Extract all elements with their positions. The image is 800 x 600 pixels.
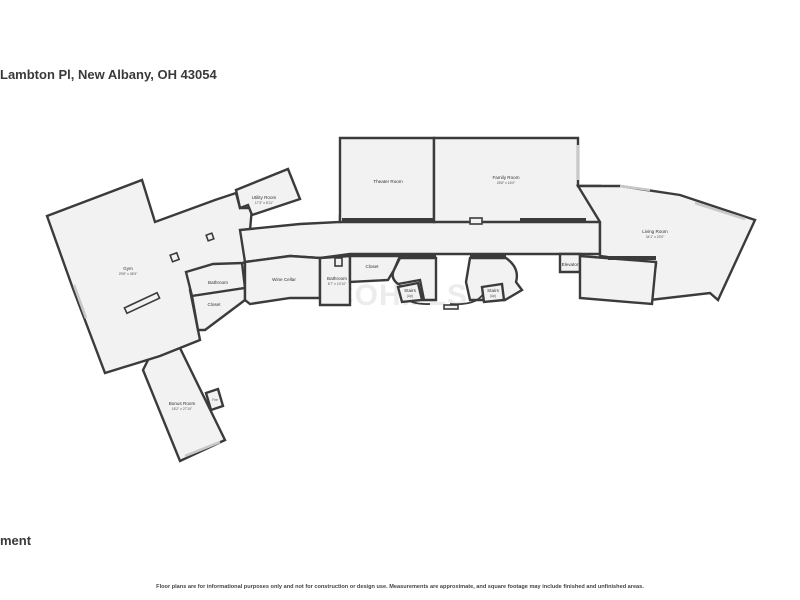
closet-left[interactable]: [190, 286, 247, 332]
stairs-right[interactable]: [480, 282, 506, 304]
column-1: [469, 217, 483, 225]
bathroom-right-dim: 6'7" x 10'10": [328, 282, 347, 286]
fireplace-label: Fire: [212, 398, 218, 402]
utility-room-label: Utility Room: [252, 195, 277, 200]
living-room[interactable]: [575, 184, 757, 302]
elevator-label: Elevator: [562, 262, 579, 267]
closet-left-label: Closet: [207, 302, 221, 307]
theater-room-label: Theater Room: [373, 179, 403, 184]
bonus-room-label: Bonus Room: [169, 401, 196, 406]
living-room-label: Living Room: [642, 229, 668, 234]
utility-room-dim: 17'3" x 8'11": [255, 201, 274, 205]
stairs-left-label: Stairs: [404, 288, 416, 293]
wall-corridor-lower-2: [470, 254, 506, 258]
property-address: Lambton Pl, New Albany, OH 43054: [0, 67, 217, 82]
wine-cellar-label: Wine Cellar: [272, 277, 296, 282]
family-room-dim: 26'8" x 16'0": [497, 181, 516, 185]
stairs-right-sub: (Up): [490, 294, 497, 298]
gym-label: Gym: [123, 266, 133, 271]
wall-theater-strip: [342, 218, 434, 223]
bathroom-right[interactable]: [318, 254, 352, 307]
stairs-left-sub: (Up): [407, 294, 414, 298]
wall-family-strip: [520, 218, 586, 223]
gym-dim: 29'8" x 36'9": [119, 272, 138, 276]
fireplace[interactable]: [204, 387, 225, 412]
living-annex[interactable]: [578, 254, 658, 306]
family-room[interactable]: [432, 136, 602, 224]
stairs-right-label: Stairs: [487, 288, 499, 293]
bathroom-left[interactable]: [184, 261, 247, 298]
closet-right[interactable]: [348, 254, 402, 284]
wine-cellar[interactable]: [243, 254, 322, 306]
closet-right-label: Closet: [365, 264, 379, 269]
living-window-2: [694, 201, 746, 221]
utility-room[interactable]: [234, 167, 302, 217]
level-label: ment: [0, 533, 32, 548]
living-room-dim: 34'1" x 23'0": [646, 235, 665, 239]
column-6: [443, 304, 459, 310]
bathroom-left-label: Bathroom: [208, 280, 228, 285]
stairs-left[interactable]: [396, 281, 424, 304]
wall-corridor-lower-1: [400, 254, 436, 258]
wall-annex-top: [608, 256, 656, 260]
family-room-label: Family Room: [492, 175, 519, 180]
column-5: [334, 257, 343, 267]
bathroom-right-label: Bathroom: [327, 276, 347, 281]
bonus-room-dim: 18'2" x 27'10": [172, 407, 193, 411]
bonus-window: [184, 440, 221, 458]
living-window-1: [619, 184, 651, 192]
disclaimer: Floor plans are for informational purpos…: [156, 584, 644, 590]
stair-hall-left[interactable]: [391, 256, 438, 302]
gym-window: [72, 284, 88, 319]
column-2: [123, 291, 161, 315]
column-4: [205, 232, 215, 242]
column-3: [169, 251, 181, 263]
